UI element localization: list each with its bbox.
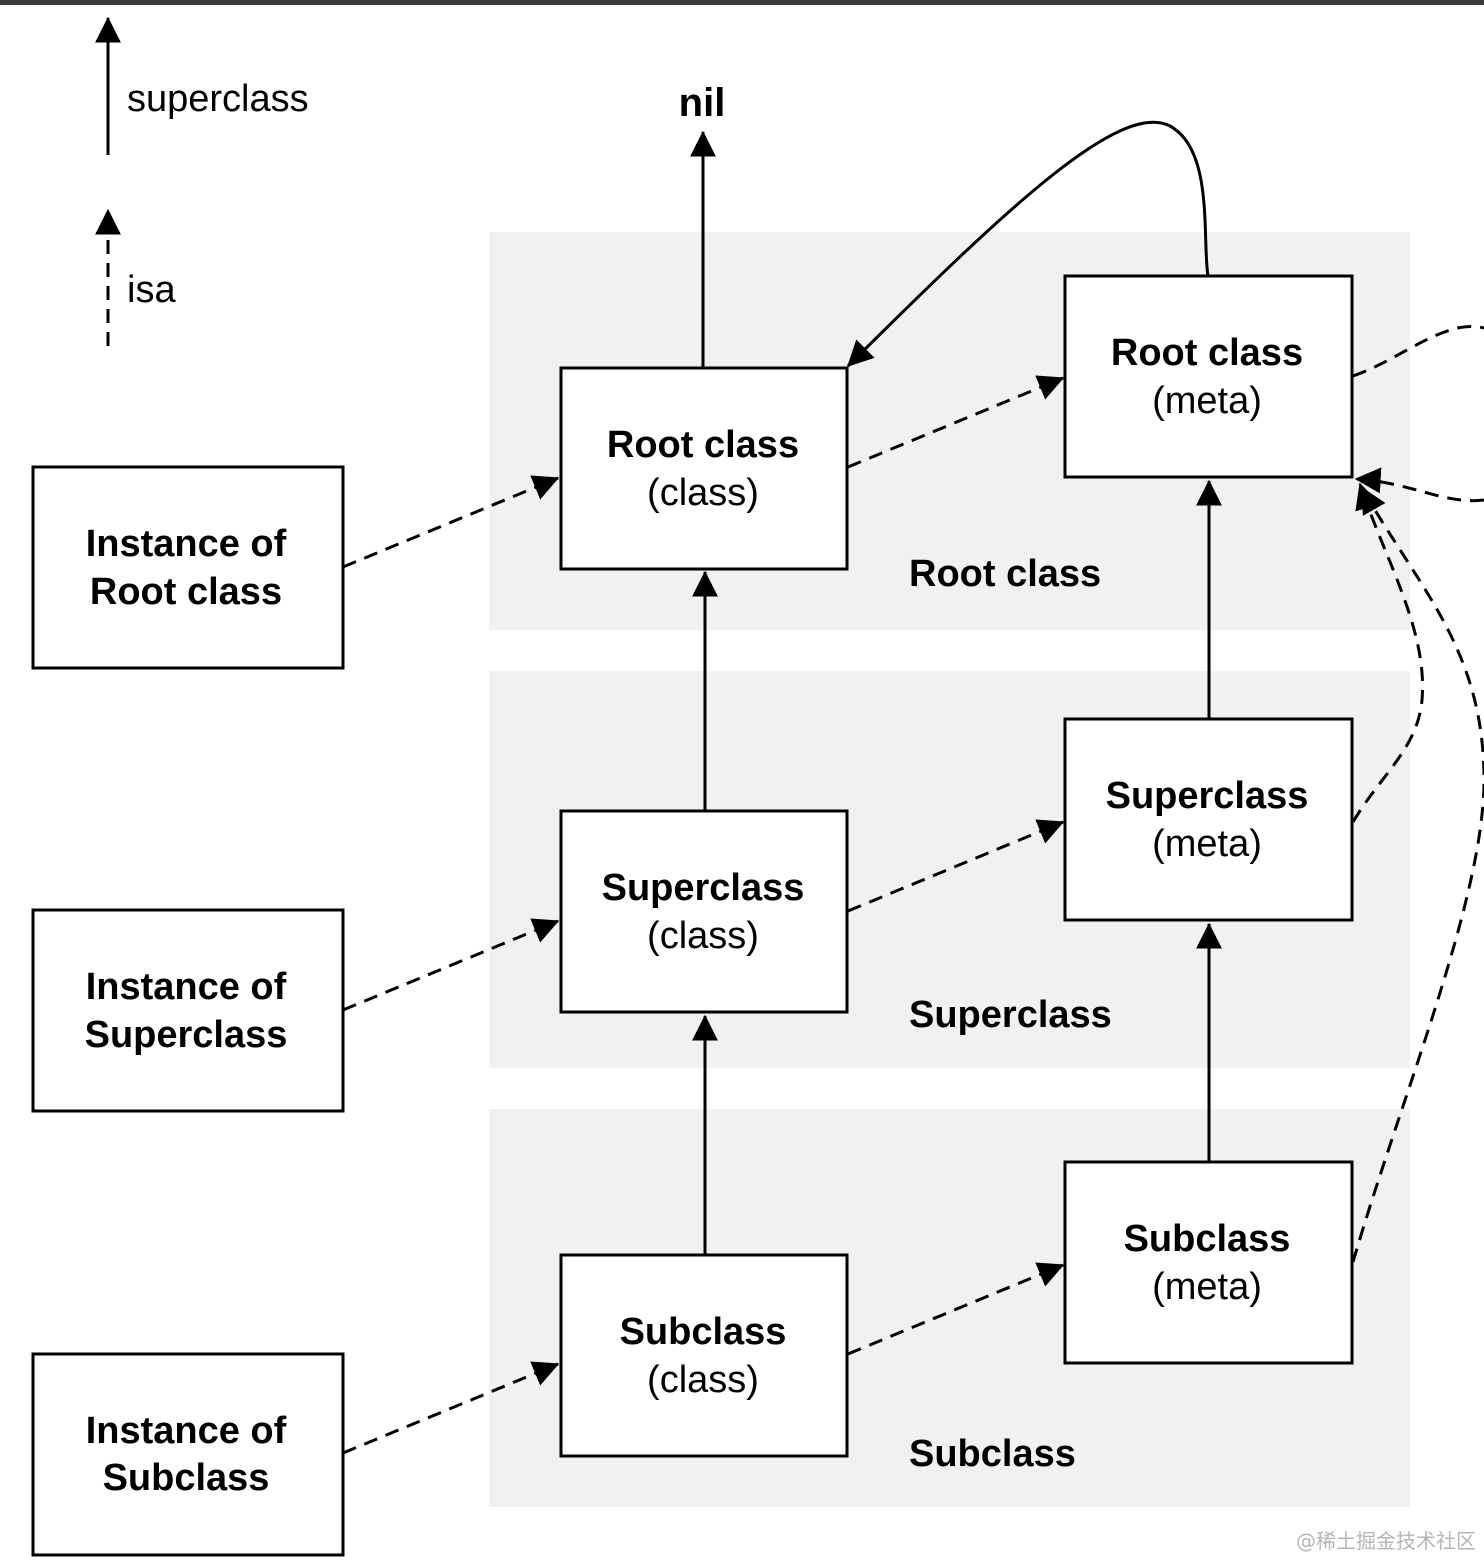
superclass-meta-kind: (meta) bbox=[1152, 823, 1262, 865]
instance-root-line1: Instance of bbox=[86, 523, 287, 565]
superclass-meta-name: Superclass bbox=[1106, 775, 1309, 817]
root-meta-kind: (meta) bbox=[1152, 380, 1262, 422]
watermark: @稀土掘金技术社区 bbox=[1296, 1529, 1476, 1553]
superclass-group-label: Superclass bbox=[909, 994, 1112, 1036]
root-meta-superclass-arrow bbox=[846, 120, 1210, 368]
instance-subclass-line2: Subclass bbox=[103, 1457, 270, 1499]
root-meta-box: Root class (meta) bbox=[1063, 274, 1354, 479]
root-meta-isa-loop-arrow bbox=[1353, 325, 1484, 500]
superclass-class-kind: (class) bbox=[647, 915, 759, 957]
top-rule bbox=[0, 0, 1484, 5]
superclass-meta-box: Superclass (meta) bbox=[1063, 717, 1354, 922]
instance-superclass-line2: Superclass bbox=[85, 1014, 288, 1056]
root-class-box: Root class (class) bbox=[559, 366, 849, 571]
superclass-class-name: Superclass bbox=[602, 867, 805, 909]
subclass-meta-kind: (meta) bbox=[1152, 1266, 1262, 1308]
subclass-meta-name: Subclass bbox=[1124, 1218, 1291, 1260]
superclass-instance-isa-arrow bbox=[342, 918, 560, 1012]
instance-superclass-box: Instance of Superclass bbox=[31, 908, 345, 1113]
root-class-name: Root class bbox=[607, 424, 799, 466]
instance-subclass-box: Instance of Subclass bbox=[31, 1352, 345, 1557]
legend-isa-label: isa bbox=[127, 269, 176, 311]
superclass-arrows bbox=[690, 120, 1222, 1255]
instance-superclass-line1: Instance of bbox=[86, 966, 287, 1008]
subclass-class-name: Subclass bbox=[620, 1311, 787, 1353]
instance-root-box: Instance of Root class bbox=[31, 465, 345, 670]
subclass-instance-isa-arrow bbox=[342, 1361, 560, 1455]
root-class-group-label: Root class bbox=[909, 553, 1101, 595]
subclass-meta-box: Subclass (meta) bbox=[1063, 1160, 1354, 1365]
subclass-class-box: Subclass (class) bbox=[559, 1253, 849, 1458]
superclass-class-isa-arrow bbox=[847, 819, 1065, 913]
root-meta-name: Root class bbox=[1111, 332, 1303, 374]
legend-superclass-label: superclass bbox=[127, 78, 309, 120]
subclass-class-kind: (class) bbox=[647, 1359, 759, 1401]
instance-subclass-line1: Instance of bbox=[86, 1410, 287, 1452]
nil-label: nil bbox=[679, 81, 726, 125]
superclass-class-box: Superclass (class) bbox=[559, 809, 849, 1014]
instance-root-line2: Root class bbox=[90, 571, 282, 613]
subclass-group-label: Subclass bbox=[909, 1433, 1076, 1475]
legend: superclass isa bbox=[95, 16, 309, 346]
root-class-kind: (class) bbox=[647, 472, 759, 514]
root-instance-isa-arrow bbox=[342, 475, 560, 569]
subclass-class-isa-arrow bbox=[847, 1262, 1065, 1356]
root-class-isa-arrow bbox=[847, 375, 1065, 469]
superclass-meta-isa-arrow bbox=[1351, 482, 1425, 823]
